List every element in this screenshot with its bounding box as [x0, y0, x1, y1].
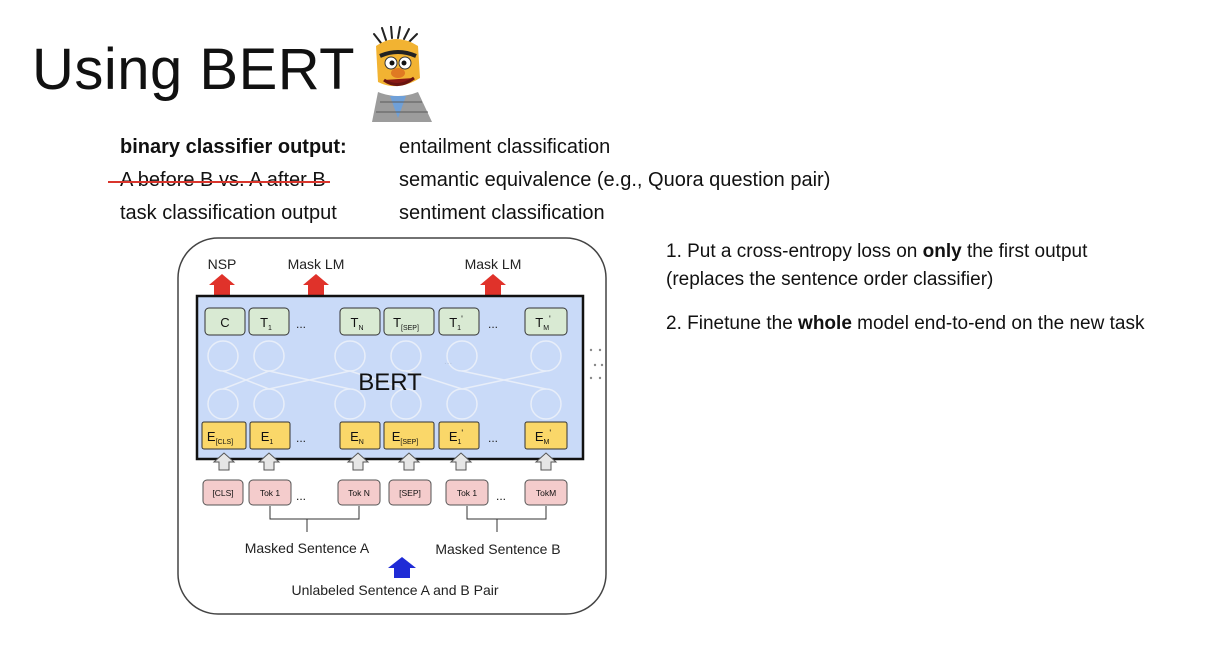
pair-label: Unlabeled Sentence A and B Pair — [291, 582, 498, 598]
embed-ellipsis-1: ... — [296, 431, 306, 445]
input-arrows — [212, 452, 558, 471]
embed-sep — [383, 421, 435, 450]
embed-n — [339, 421, 381, 450]
bert-label: BERT — [358, 369, 422, 396]
blue-arrow-icon — [388, 557, 416, 578]
token-n — [337, 479, 381, 506]
sentence-brackets — [269, 506, 547, 532]
gray-arrow-icon — [212, 452, 236, 471]
embed-m-prime-label: EM' — [535, 428, 552, 446]
token-ellipsis-1: ... — [296, 489, 306, 503]
embed-n-label: EN — [350, 429, 364, 446]
struck-label: A before B vs. A after B — [108, 169, 330, 192]
token-1-b — [445, 479, 489, 506]
output-tn-label: TN — [350, 315, 363, 332]
bert-diagram: NSP Mask LM Mask LM BERT ... C T1 ... TN… — [177, 237, 607, 615]
output-t1-label: T1 — [260, 315, 272, 332]
slide-title: Using BERT — [32, 37, 356, 102]
embed-1-label: E1 — [261, 429, 274, 446]
task-entailment: entailment classification — [399, 136, 611, 158]
token-sep-label: [SEP] — [399, 488, 421, 498]
task-semantic-equivalence: semantic equivalence (e.g., Quora questi… — [399, 169, 831, 191]
token-cls-label: [CLS] — [212, 488, 233, 498]
sentence-b-label: Masked Sentence B — [435, 541, 560, 557]
note-1: 1. Put a cross-entropy loss on only the … — [666, 241, 1088, 290]
output-tsep-label: T[SEP] — [393, 315, 419, 332]
task-sentiment: sentiment classification — [399, 202, 605, 224]
token-cls — [202, 479, 244, 506]
token-1-b-label: Tok 1 — [457, 488, 478, 498]
gray-arrow-icon — [257, 452, 281, 471]
embed-ellipsis-2: ... — [488, 431, 498, 445]
embed-1-prime — [438, 421, 480, 450]
mask-lm-label-1: Mask LM — [288, 256, 345, 272]
embed-cls-label: E[CLS] — [207, 429, 233, 446]
mask-lm-arrow-icon-1 — [303, 274, 329, 295]
token-ellipsis-2: ... — [496, 489, 506, 503]
nsp-label: NSP — [208, 256, 237, 272]
output-tm-prime-label: TM' — [535, 314, 551, 332]
output-row: C T1 ... TN T[SEP] T1' ... TM' — [204, 307, 568, 336]
embed-1-prime-label: E1' — [449, 428, 464, 446]
output-tn — [339, 307, 381, 336]
network-nodes — [207, 340, 562, 420]
binary-classifier-label: binary classifier output: — [120, 136, 347, 158]
embedding-row: E[CLS] E1 ... EN E[SEP] E1' ... EM' — [201, 421, 568, 450]
token-m-label: TokM — [536, 488, 556, 498]
output-t1 — [248, 307, 290, 336]
gray-arrow-icon — [449, 452, 473, 471]
token-1 — [248, 479, 292, 506]
token-m — [524, 479, 568, 506]
bert-muppet-icon — [372, 26, 432, 122]
embed-cls — [201, 421, 247, 450]
embed-1 — [249, 421, 291, 450]
embed-sep-label: E[SEP] — [392, 429, 419, 446]
output-t1-prime — [438, 307, 480, 336]
sentence-a-label: Masked Sentence A — [245, 540, 370, 556]
note-2: 2. Finetune the whole model end-to-end o… — [666, 313, 1145, 334]
gray-arrow-icon — [397, 452, 421, 471]
output-tm-prime — [524, 307, 568, 336]
notes: 1. Put a cross-entropy loss on only the … — [666, 238, 1146, 354]
output-t1-prime-label: T1' — [449, 314, 463, 332]
struck-text: A before B vs. A after B — [108, 169, 330, 191]
token-row: [CLS] Tok 1 ... Tok N [SEP] Tok 1 ... To… — [202, 479, 568, 506]
middle-ellipsis: ... — [444, 356, 452, 367]
token-n-label: Tok N — [348, 488, 370, 498]
side-dots — [589, 348, 604, 380]
output-ellipsis-2: ... — [488, 317, 498, 331]
token-sep — [388, 479, 432, 506]
output-c-label: C — [220, 315, 229, 330]
mask-lm-label-2: Mask LM — [465, 256, 522, 272]
task-output-label: task classification output — [120, 202, 337, 224]
output-c — [204, 307, 246, 336]
output-tsep — [383, 307, 435, 336]
gray-arrow-icon — [534, 452, 558, 471]
mask-lm-arrow-icon-2 — [480, 274, 506, 295]
token-1-label: Tok 1 — [260, 488, 281, 498]
gray-arrow-icon — [346, 452, 370, 471]
nsp-arrow-icon — [209, 274, 235, 295]
embed-m-prime — [524, 421, 568, 450]
output-ellipsis-1: ... — [296, 317, 306, 331]
